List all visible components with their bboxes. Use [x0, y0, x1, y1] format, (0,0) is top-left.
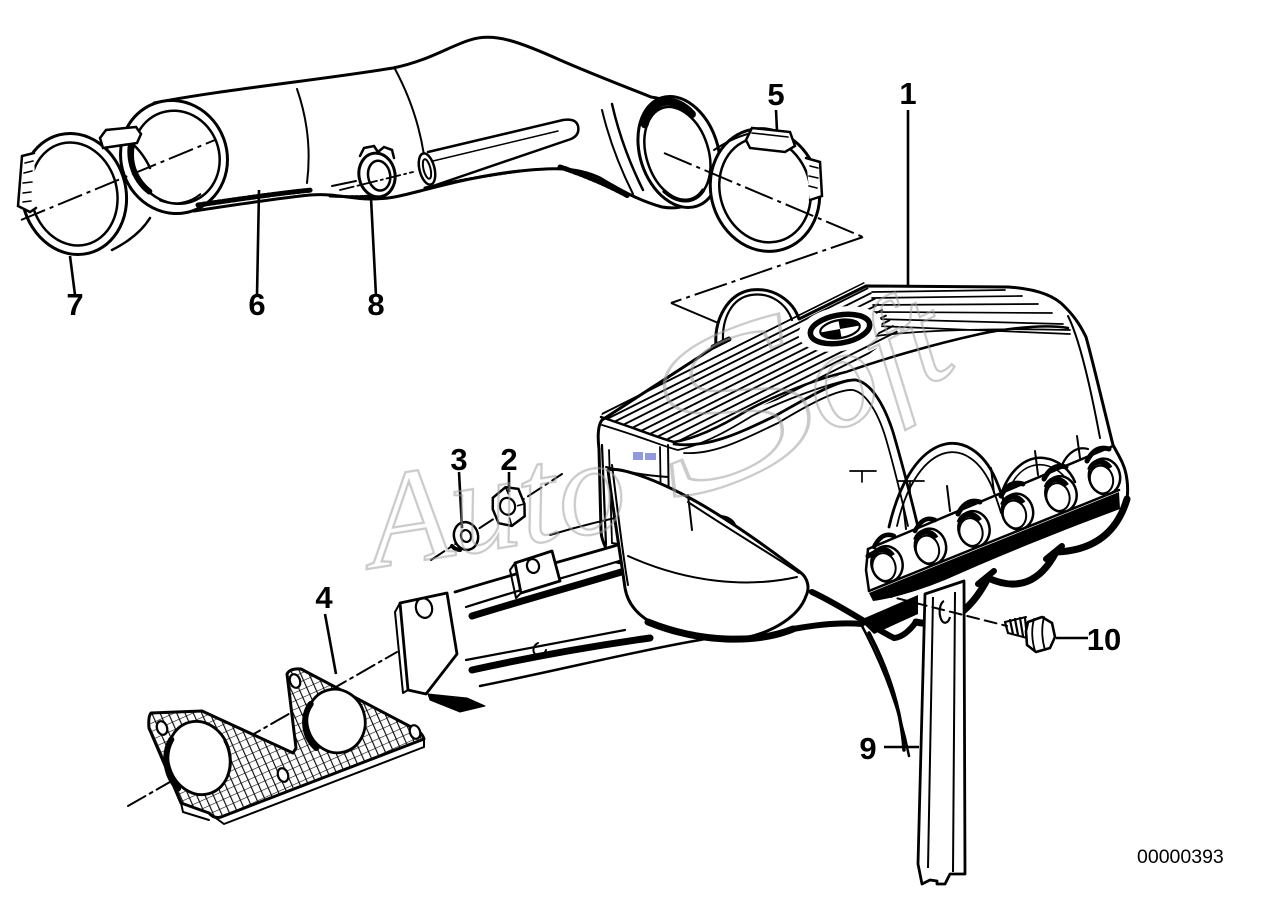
svg-text:4: 4 [315, 580, 333, 615]
svg-text:3: 3 [450, 442, 467, 477]
svg-text:1: 1 [899, 76, 916, 111]
svg-text:00000393: 00000393 [1137, 846, 1224, 868]
svg-text:5: 5 [767, 77, 784, 112]
svg-text:2: 2 [500, 442, 517, 477]
svg-text:10: 10 [1087, 622, 1121, 657]
svg-text:6: 6 [248, 287, 265, 322]
svg-text:7: 7 [66, 287, 83, 322]
svg-text:9: 9 [859, 731, 876, 766]
svg-text:8: 8 [367, 287, 384, 322]
